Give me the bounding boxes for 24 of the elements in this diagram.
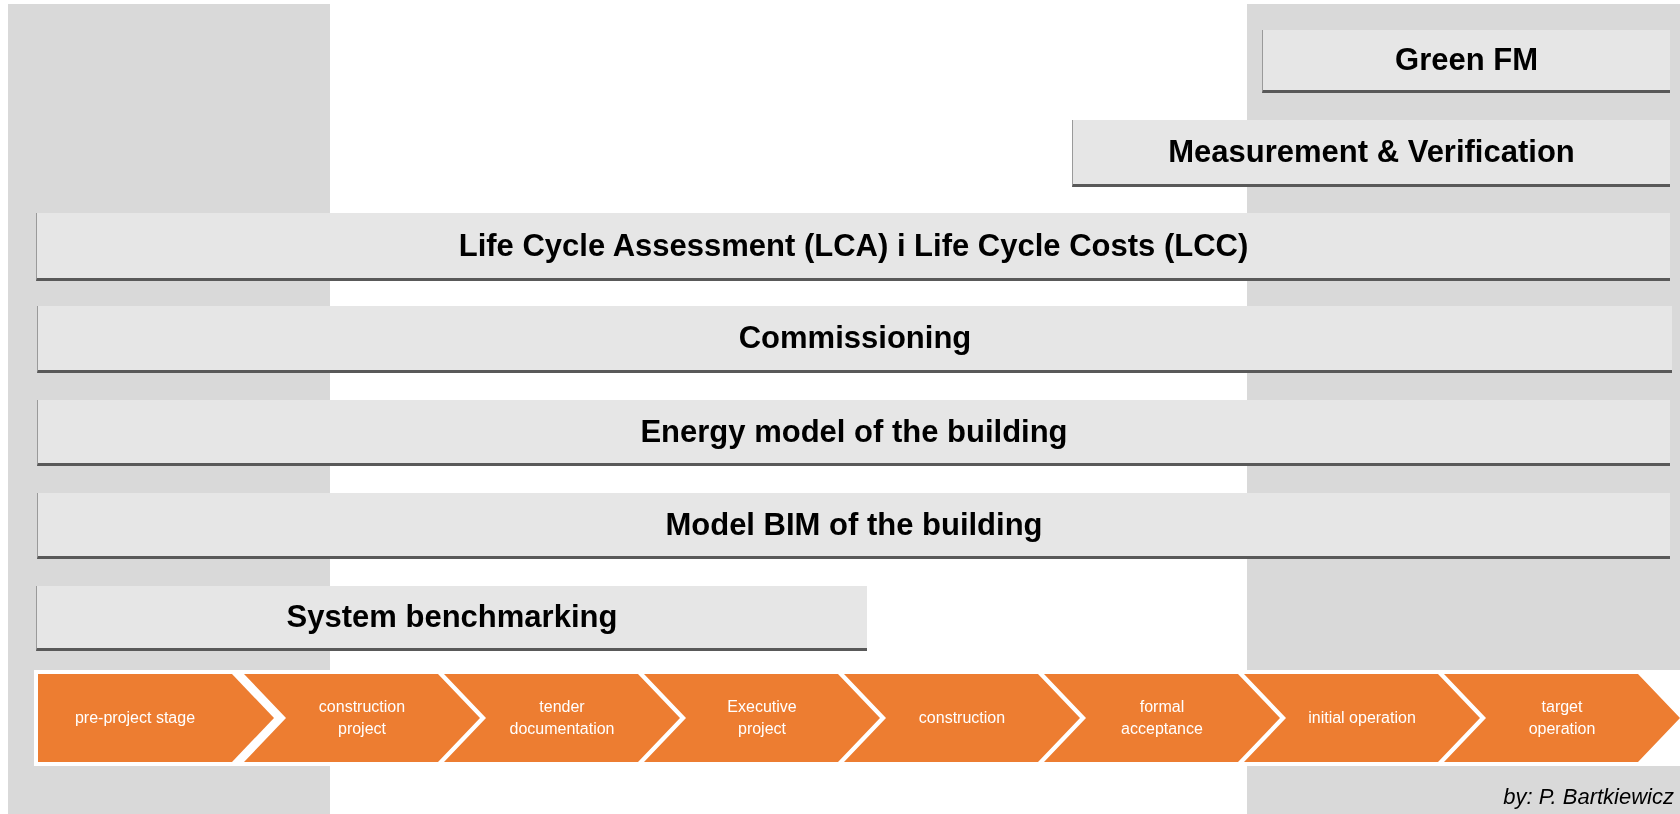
- stage-label: construction: [917, 708, 1007, 729]
- phase-bar: [36, 586, 867, 651]
- bar-label: Life Cycle Assessment (LCA) i Life Cycle Costs (LCC): [458, 227, 1249, 264]
- bar-label: Model BIM of the building: [665, 506, 1043, 543]
- bar-label: Energy model of the building: [640, 413, 1068, 450]
- stage-label: pre-project stage: [73, 708, 197, 729]
- bar-label: Green FM: [1395, 42, 1538, 78]
- bar-label: System benchmarking: [286, 599, 618, 635]
- stage-label: formal acceptance: [1120, 697, 1204, 739]
- phase-bar: [1262, 30, 1670, 93]
- phase-bar: [1072, 120, 1670, 187]
- phase-bar: [37, 306, 1672, 373]
- process-stage: [38, 674, 274, 762]
- bar-label: Measurement & Verification: [1168, 134, 1575, 170]
- stage-label: Executive project: [726, 697, 798, 739]
- bar-label: Commissioning: [738, 320, 972, 356]
- phase-bar: [37, 400, 1670, 466]
- phase-bar: [36, 213, 1670, 281]
- stage-label: tender documentation: [508, 697, 616, 739]
- stage-label: target operation: [1527, 697, 1597, 739]
- phase-bar: [37, 493, 1670, 559]
- stage-label: construction project: [317, 697, 407, 739]
- author-credit: by: P. Bartkiewicz: [1503, 784, 1674, 810]
- stage-label: initial operation: [1307, 708, 1417, 729]
